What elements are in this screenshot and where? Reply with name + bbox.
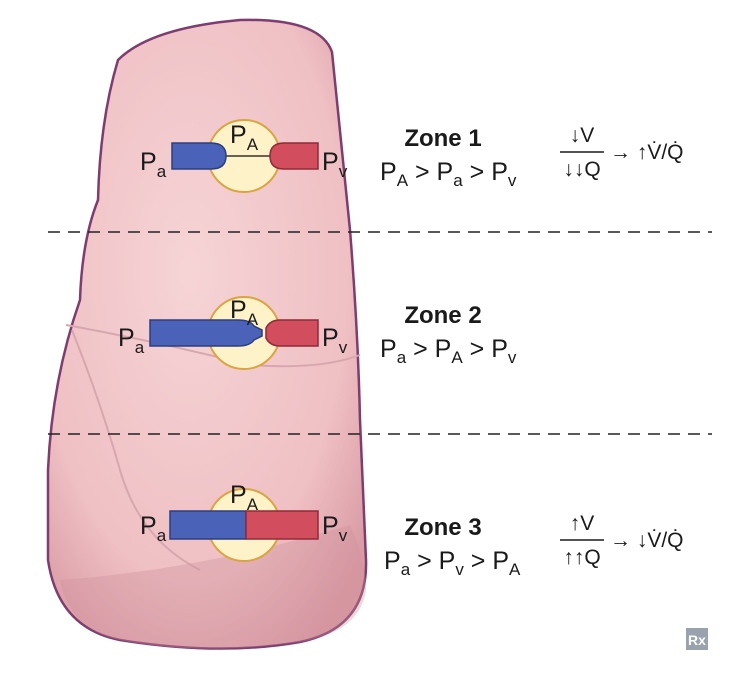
zone1-capillary: PA Pa Pv — [140, 119, 348, 193]
rx-logo-badge — [686, 628, 708, 650]
zone1-title: Zone 1 — [404, 125, 481, 152]
rx-logo-text: Rx — [688, 632, 706, 648]
lung-base-shadow — [60, 525, 366, 649]
venous-pressure-label: Pv — [322, 148, 348, 181]
venous-pressure-label: Pv — [322, 512, 348, 545]
arterial-vessel — [169, 510, 247, 540]
ventilation-change: ↓V — [570, 124, 595, 147]
ventilation-change: ↑V — [570, 512, 595, 535]
alveolar-pressure-label: PA — [230, 481, 259, 514]
zone2-relation: Pa > PA > Pv — [380, 335, 517, 367]
zone2-capillary: PA Pa Pv — [118, 296, 348, 370]
zone3-vq-ratio: ↑V ↑↑Q → ↓V̇/Q̇ — [560, 512, 684, 569]
arterial-pressure-label: Pa — [140, 512, 167, 545]
venous-vessel — [265, 319, 319, 347]
perfusion-change: ↑↑Q — [563, 546, 600, 569]
perfusion-change: ↓↓Q — [563, 158, 600, 181]
arterial-pressure-label: Pa — [118, 324, 145, 357]
alveolar-pressure-label: PA — [230, 121, 259, 154]
rx-logo: Rx — [686, 628, 708, 650]
zone1-relation: PA > Pa > Pv — [380, 158, 517, 190]
vq-result: → ↓V̇/Q̇ — [610, 529, 684, 552]
venous-end — [269, 142, 319, 170]
lung-fissure-lower — [71, 329, 201, 571]
venous-pressure-label: Pv — [322, 324, 348, 357]
vq-result: → ↑V̇/Q̇ — [610, 141, 684, 164]
arterial-vessel — [149, 319, 263, 347]
zone2-title: Zone 2 — [404, 302, 481, 329]
arterial-end — [171, 142, 227, 170]
zone1-vq-ratio: ↓V ↓↓Q → ↑V̇/Q̇ — [560, 124, 684, 181]
zone3-title: Zone 3 — [404, 514, 481, 541]
alveolar-pressure-label: PA — [230, 296, 259, 329]
arterial-pressure-label: Pa — [140, 148, 167, 181]
zone3-relation: Pa > Pv > PA — [384, 547, 521, 579]
zone3-capillary: PA Pa Pv — [140, 481, 348, 562]
venous-vessel — [245, 510, 319, 540]
